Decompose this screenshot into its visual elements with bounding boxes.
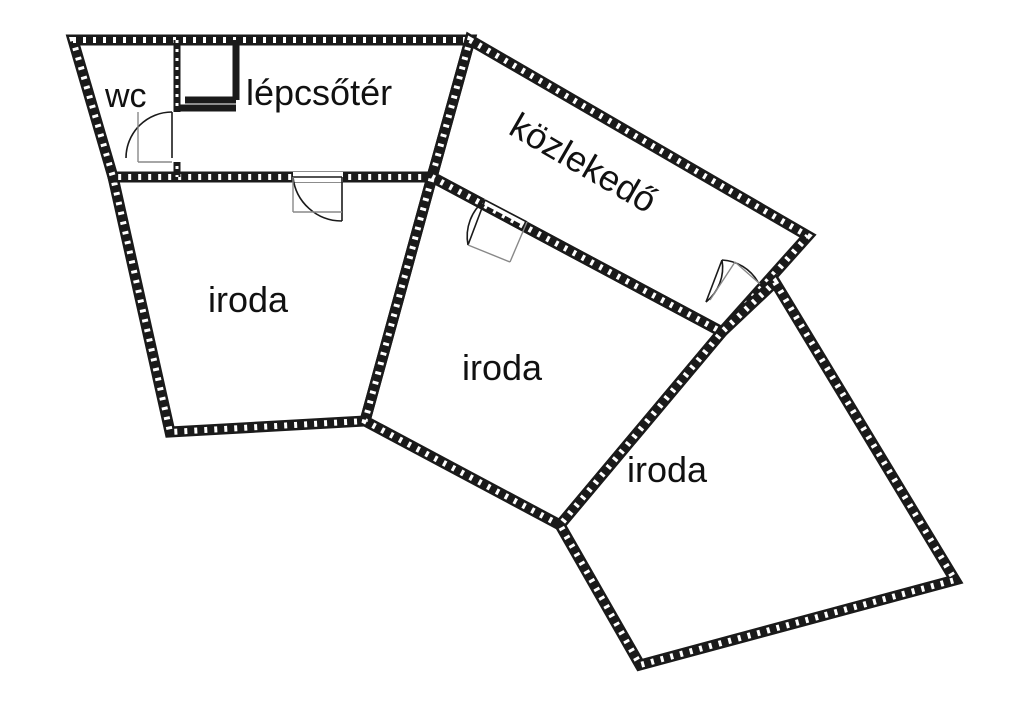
corridor-label: közlekedő bbox=[503, 104, 664, 221]
office-3-walls bbox=[553, 273, 964, 672]
office-3-label: iroda bbox=[627, 449, 708, 490]
office-1-door bbox=[292, 172, 343, 222]
wc-door bbox=[125, 111, 182, 163]
corridor-door bbox=[705, 259, 761, 316]
office-2-label: iroda bbox=[462, 347, 543, 388]
office-1-label: iroda bbox=[208, 279, 289, 320]
wc-label: wc bbox=[104, 77, 147, 115]
interior-partitions bbox=[173, 40, 240, 177]
office-2-door bbox=[466, 194, 528, 263]
stairwell-label: lépcsőtér bbox=[246, 72, 392, 113]
